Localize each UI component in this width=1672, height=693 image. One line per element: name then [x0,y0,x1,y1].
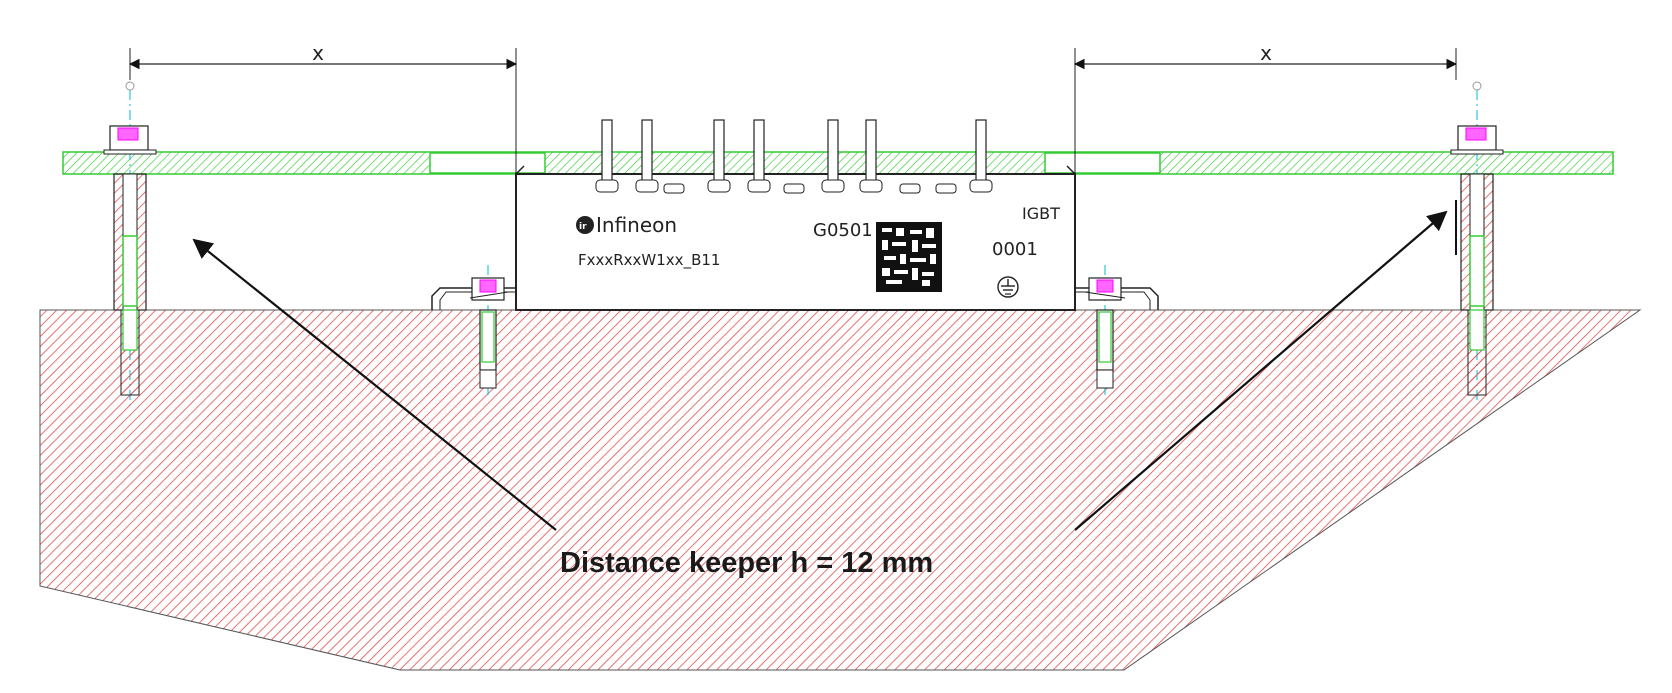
dimension-right: x [1073,41,1458,310]
dimension-label-left: x [312,41,324,65]
dimension-label-right: x [1260,41,1272,65]
ground-symbol-icon [997,276,1019,298]
heatsink [39,309,1642,671]
callout-arrow-left [192,238,557,531]
igbt-module: ir Infineon FxxxRxxW1xx_B11 G0501 IGBT 0… [431,119,1159,311]
callout-arrow-right [1074,210,1448,531]
serial-label: 0001 [992,239,1038,260]
screw-left-outer [103,81,157,405]
terminal-pins [595,119,993,194]
brand-label: Infineon [596,213,677,237]
infineon-logo-icon: ir [576,216,594,234]
callout-label: Distance keeper h = 12 mm [560,547,933,579]
dimension-left: x [128,41,518,310]
type-label: IGBT [1022,204,1060,223]
screw-right-outer [1450,81,1504,405]
svg-text:ir: ir [579,222,587,232]
date-code-label: G0501 [813,220,873,241]
part-number-label: FxxxRxxW1xx_B11 [578,251,720,270]
callout: Distance keeper h = 12 mm [192,210,1448,579]
screw-right-inner [1084,265,1126,395]
screw-left-inner [469,265,509,395]
datamatrix-icon [876,222,942,292]
